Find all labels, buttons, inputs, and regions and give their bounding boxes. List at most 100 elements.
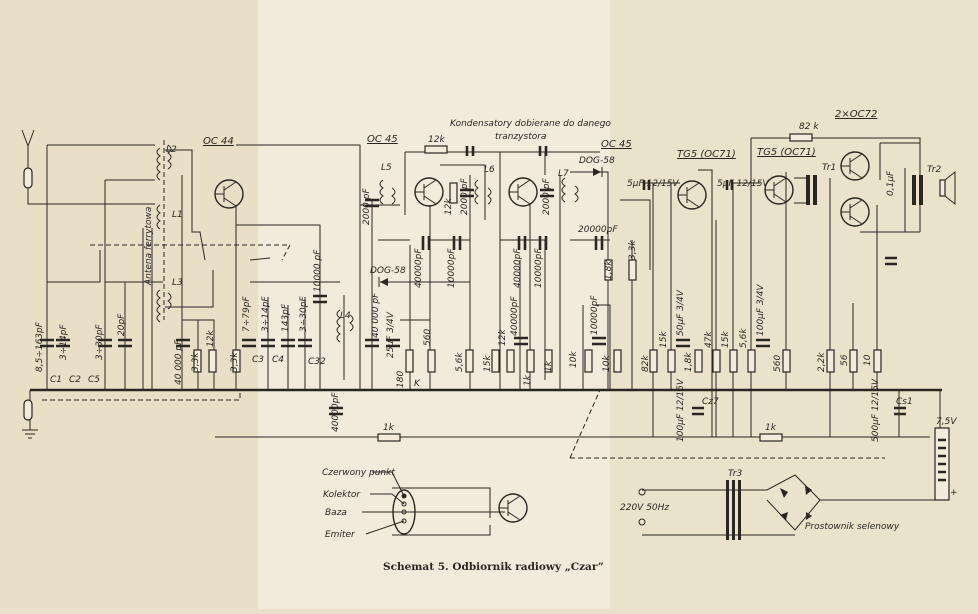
- label-antenna: Antena ferrytowa: [144, 207, 154, 286]
- label: C5: [88, 375, 100, 385]
- mains-terminal: [638, 518, 646, 526]
- label-l1: L1: [172, 210, 183, 220]
- label: C32: [308, 357, 326, 367]
- label-oc72: 2×OC72: [835, 109, 877, 120]
- label-tg5-1: TG5 (OC71): [677, 149, 736, 160]
- paper-right-panel: [610, 0, 978, 609]
- transistor-pinout-symbol: [498, 493, 528, 523]
- label: 3,3k: [230, 352, 240, 372]
- transistor-oc72-2: [840, 197, 870, 227]
- label: 12k: [428, 135, 445, 145]
- label-l3: L3: [172, 278, 183, 288]
- label-l7: L7: [558, 169, 569, 179]
- label: 40 000 pF: [371, 292, 381, 338]
- label: 0,1µF: [886, 170, 896, 196]
- label: Kolektor: [323, 490, 361, 500]
- label: 10000 pF: [313, 249, 323, 292]
- label: 12k: [206, 330, 216, 347]
- label: Prostownik selenowy: [805, 522, 900, 532]
- switch-link: [569, 389, 885, 459]
- label: 10k: [602, 355, 612, 372]
- label: 180: [396, 371, 406, 388]
- label: Baza: [325, 508, 347, 518]
- label: 5µF 12/15V: [627, 179, 679, 189]
- label: Emiter: [325, 530, 356, 540]
- label: 2000 pF: [362, 188, 372, 225]
- label: 20000pF: [578, 225, 618, 235]
- label: 10000pF: [447, 248, 457, 288]
- label: 7,5V: [936, 417, 957, 427]
- label: 2000 pF: [460, 178, 470, 215]
- label: C1: [50, 375, 62, 385]
- transistor-tg5-2: [764, 175, 794, 205]
- mains-terminal: [638, 488, 646, 496]
- label: 2000 pF: [542, 178, 552, 215]
- label: 500µF 12/15V: [871, 378, 881, 442]
- label: 10k: [569, 351, 579, 368]
- label: 1k: [544, 360, 554, 372]
- speaker-icon: [939, 170, 956, 206]
- label: 40000pF: [414, 248, 424, 288]
- label: 12k: [444, 198, 454, 215]
- gang-link: [42, 244, 291, 401]
- label: 3,3k: [191, 352, 201, 372]
- label: 8,5÷163pF: [35, 321, 45, 372]
- label: 10000pF: [534, 248, 544, 288]
- label-oc45-2: OC 45: [601, 139, 632, 150]
- label: C3: [252, 355, 264, 365]
- label: Tr2: [927, 165, 941, 175]
- label: 40000pF: [513, 248, 523, 288]
- label: 100µF 12/15V: [676, 378, 686, 442]
- label: 3÷14pF: [261, 296, 271, 332]
- label: 40000pF: [331, 392, 341, 432]
- label: 15k: [721, 331, 731, 348]
- label: K: [414, 379, 421, 389]
- wiring: [46, 137, 941, 536]
- transistor-oc72-1: [840, 151, 870, 181]
- label: +: [950, 488, 958, 498]
- label: C2: [69, 375, 81, 385]
- label: Tr1: [822, 163, 836, 173]
- resistors: [193, 133, 882, 442]
- label: 40000pF: [510, 296, 520, 336]
- transistor-oc45-2: [508, 177, 538, 207]
- label-l2: L2: [166, 145, 177, 155]
- label: 1k: [523, 374, 533, 386]
- label-oc44: OC 44: [203, 136, 234, 147]
- capacitors: [40, 146, 906, 416]
- label: 1k: [383, 423, 395, 433]
- label: 143pF: [281, 303, 291, 332]
- label: 5,6k: [739, 328, 749, 348]
- label: Cz7: [702, 397, 719, 407]
- note-line-1: Kondensatory dobierane do danego: [450, 119, 611, 129]
- label: C4: [272, 355, 284, 365]
- label: 7÷79pF: [242, 296, 252, 332]
- label-l4: L4: [340, 311, 351, 321]
- label: 56: [840, 354, 850, 366]
- label: 5µF 12/15V: [717, 179, 769, 189]
- label: Czerwony punkt: [322, 468, 395, 478]
- label: 82k: [641, 355, 651, 372]
- label: 1k: [765, 423, 777, 433]
- label: 2,2k: [817, 352, 827, 372]
- label-l5: L5: [381, 163, 392, 173]
- label: 1,8k: [684, 352, 694, 372]
- label: 15k: [659, 331, 669, 348]
- label: Tr3: [728, 469, 742, 479]
- paper-left-panel: [0, 0, 258, 609]
- label: 560: [423, 329, 433, 346]
- label: 10: [863, 354, 873, 366]
- transistor-oc45-1: [414, 177, 444, 207]
- label: 15k: [483, 355, 493, 372]
- label: 3,3k: [628, 240, 638, 260]
- component-labels: L2 L1 L3 L4 L5 L6 L7 Antena ferrytowa 8,…: [35, 122, 958, 540]
- transistor-tg5-1: [677, 180, 707, 210]
- label: 3÷30pF: [299, 296, 309, 332]
- label: 40 000 pF: [174, 339, 184, 385]
- label: 10000pF: [590, 295, 600, 335]
- note-line-2: tranzystora: [495, 132, 546, 142]
- label: 100µF 3/4V: [756, 284, 766, 336]
- label: 3÷14pF: [59, 324, 69, 360]
